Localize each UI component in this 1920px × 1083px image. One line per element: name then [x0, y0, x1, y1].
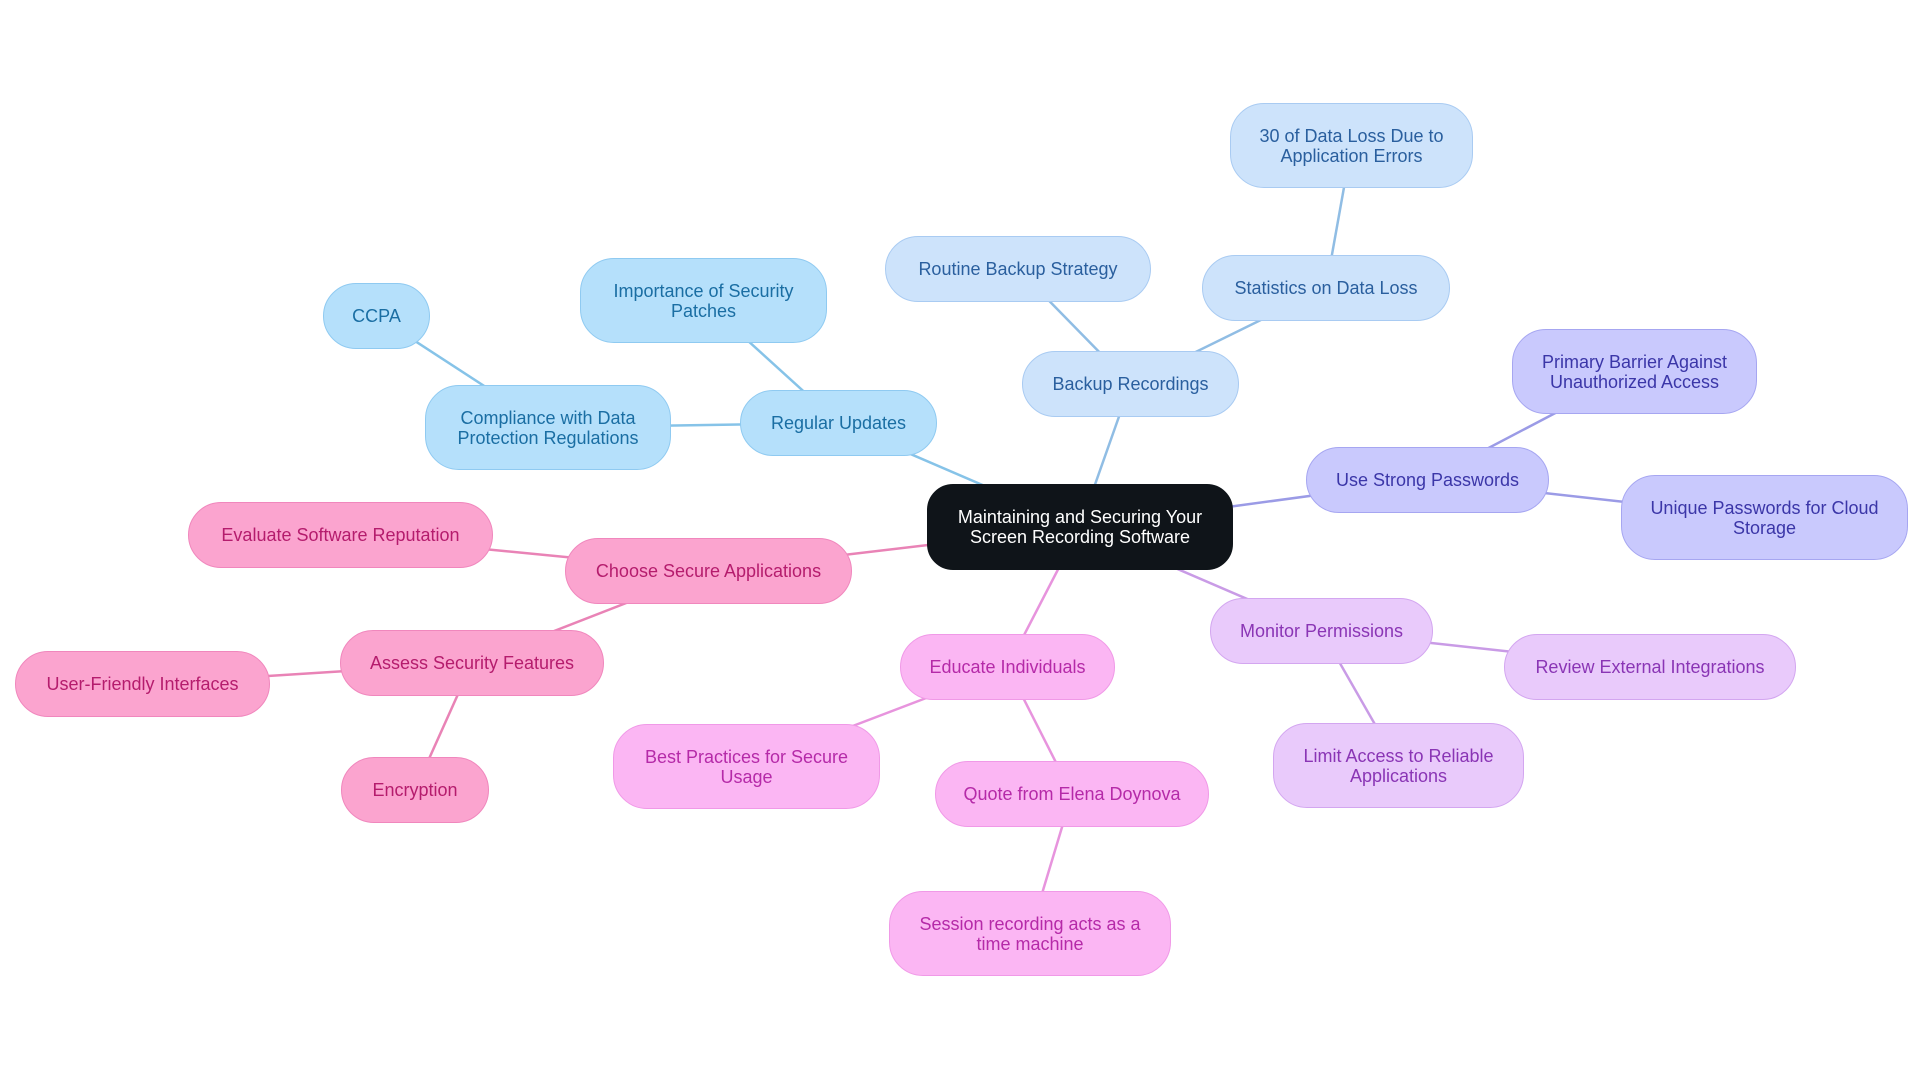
- node-choose-secure[interactable]: Choose Secure Applications: [565, 538, 852, 604]
- node-ccpa[interactable]: CCPA: [323, 283, 430, 349]
- node-compliance[interactable]: Compliance with Data Protection Regulati…: [425, 385, 671, 470]
- node-time-machine[interactable]: Session recording acts as a time machine: [889, 891, 1171, 976]
- node-review-integrations[interactable]: Review External Integrations: [1504, 634, 1796, 700]
- node-encryption[interactable]: Encryption: [341, 757, 489, 823]
- node-backup[interactable]: Backup Recordings: [1022, 351, 1239, 417]
- node-strong-passwords[interactable]: Use Strong Passwords: [1306, 447, 1549, 513]
- node-unique-passwords[interactable]: Unique Passwords for Cloud Storage: [1621, 475, 1908, 560]
- node-best-practices[interactable]: Best Practices for Secure Usage: [613, 724, 880, 809]
- node-evaluate-reputation[interactable]: Evaluate Software Reputation: [188, 502, 493, 568]
- node-root[interactable]: Maintaining and Securing Your Screen Rec…: [927, 484, 1233, 570]
- node-quote[interactable]: Quote from Elena Doynova: [935, 761, 1209, 827]
- node-security-patches[interactable]: Importance of Security Patches: [580, 258, 827, 343]
- node-backup-strategy[interactable]: Routine Backup Strategy: [885, 236, 1151, 302]
- node-assess-features[interactable]: Assess Security Features: [340, 630, 604, 696]
- node-educate[interactable]: Educate Individuals: [900, 634, 1115, 700]
- node-user-friendly[interactable]: User-Friendly Interfaces: [15, 651, 270, 717]
- node-monitor-permissions[interactable]: Monitor Permissions: [1210, 598, 1433, 664]
- node-data-loss-30[interactable]: 30 of Data Loss Due to Application Error…: [1230, 103, 1473, 188]
- node-regular-updates[interactable]: Regular Updates: [740, 390, 937, 456]
- node-primary-barrier[interactable]: Primary Barrier Against Unauthorized Acc…: [1512, 329, 1757, 414]
- node-data-loss-stats[interactable]: Statistics on Data Loss: [1202, 255, 1450, 321]
- node-limit-access[interactable]: Limit Access to Reliable Applications: [1273, 723, 1524, 808]
